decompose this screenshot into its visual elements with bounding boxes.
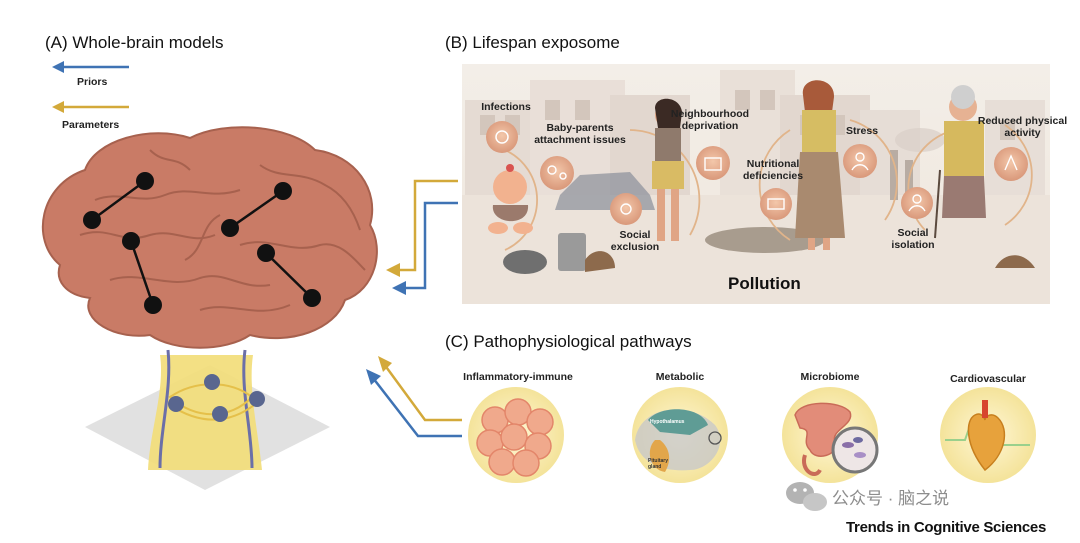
network-node (257, 244, 275, 262)
brainstem (148, 355, 262, 470)
network-node (136, 172, 154, 190)
exposome-scene (462, 64, 1050, 304)
infections-icon (486, 121, 518, 153)
inflammatory-illustration (468, 387, 564, 483)
hypothalamus-label: Hypothalamus (650, 419, 685, 425)
adult-woman-figure (795, 80, 845, 250)
brainstem-node (168, 396, 184, 412)
network-node (221, 219, 239, 237)
panel-b-title: (B) Lifespan exposome (445, 33, 620, 52)
panel-c-title: (C) Pathophysiological pathways (445, 332, 692, 351)
network-node (303, 289, 321, 307)
social-isolation-label: Social isolation (891, 227, 935, 251)
priors-legend-arrow (52, 61, 129, 73)
trash-can (558, 233, 586, 271)
wechat-logo (786, 482, 827, 511)
network-node (144, 296, 162, 314)
physical-activity-icon (994, 147, 1028, 181)
nutritional-label: Nutritional deficiencies (742, 158, 804, 182)
baby-figure (488, 164, 533, 234)
brainstem-node (204, 374, 220, 390)
panel-a-title: (A) Whole-brain models (45, 33, 224, 52)
microbiome-label: Microbiome (800, 371, 860, 383)
parameters-label: Parameters (62, 119, 120, 131)
network-node (122, 232, 140, 250)
attachment-label: Baby-parents attachment issues (534, 122, 626, 146)
pathways-parameters-arrow (378, 356, 462, 422)
network-node (274, 182, 292, 200)
metabolic-label: Metabolic (655, 371, 705, 383)
brainstem-node (212, 406, 228, 422)
exposome-parameters-arrow (386, 179, 458, 277)
elderly-woman-figure (934, 85, 986, 239)
exposome-priors-arrow (392, 201, 458, 295)
social-exclusion-icon (610, 193, 642, 225)
microbiome-illustration (782, 387, 879, 483)
watermark-text: 公众号 · 脑之说 (832, 489, 950, 508)
network-node (83, 211, 101, 229)
cardiovascular-label: Cardiovascular (950, 373, 1026, 385)
nutrition-icon (760, 188, 792, 220)
metabolic-illustration (632, 387, 728, 483)
pollution-puddle (705, 227, 825, 253)
infections-label: Infections (481, 101, 531, 113)
priors-label: Priors (77, 76, 108, 88)
physical-activity-label: Reduced physical activity (977, 115, 1068, 139)
neighbourhood-icon (696, 146, 730, 180)
journal-name: Trends in Cognitive Sciences (846, 519, 1046, 536)
pollution-label: Pollution (728, 274, 801, 293)
brainstem-node (249, 391, 265, 407)
attachment-icon (540, 156, 574, 190)
pathways-priors-arrow (366, 369, 462, 438)
young-woman-figure (652, 98, 684, 241)
brain-illustration (41, 126, 378, 490)
stress-icon (843, 144, 877, 178)
inflammatory-label: Inflammatory-immune (463, 371, 573, 383)
social-isolation-icon (901, 187, 933, 219)
stress-label: Stress (845, 125, 879, 137)
pituitary-label: Pituitary gland (648, 458, 669, 470)
social-exclusion-label: Social exclusion (610, 229, 660, 253)
parameters-legend-arrow (52, 101, 129, 113)
neighbourhood-label: Neighbourhood deprivation (670, 108, 750, 132)
cardiovascular-illustration (940, 387, 1036, 483)
